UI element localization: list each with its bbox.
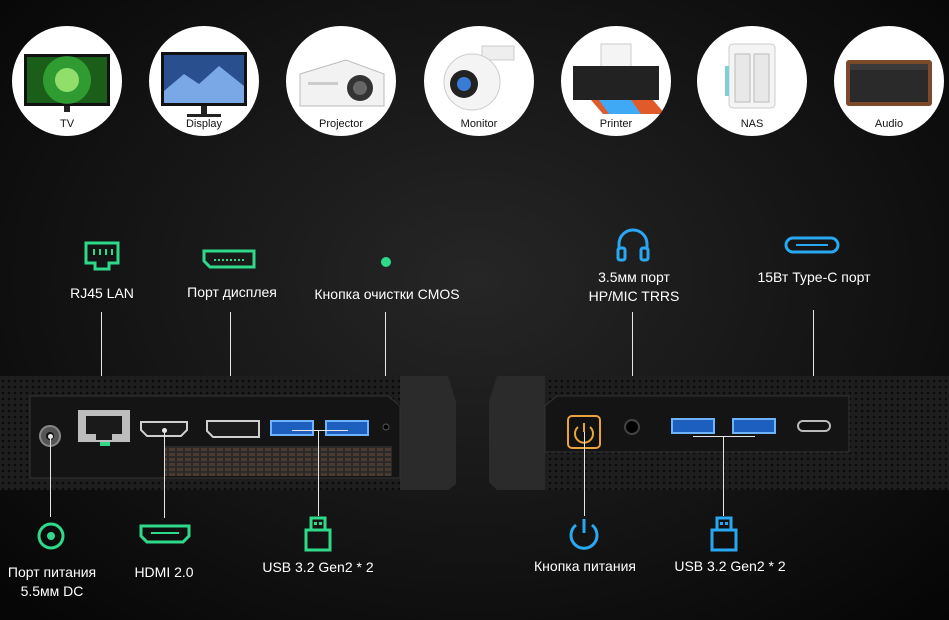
typec-label: 15Вт Type-C порт (757, 269, 871, 285)
ethernet-port (78, 410, 130, 446)
usb-right-label: USB 3.2 Gen2 * 2 (674, 558, 786, 574)
display-icon (161, 52, 247, 117)
device-tv: TV (12, 26, 122, 136)
device-monitor: Monitor (424, 26, 534, 136)
cmos-pinhole (382, 423, 390, 431)
device-projector: Projector (286, 26, 396, 136)
cmos-connector-line (385, 312, 386, 400)
usb-left-label: USB 3.2 Gen2 * 2 (262, 559, 374, 575)
hdmi-label: HDMI 2.0 (134, 564, 194, 580)
right-unit-panel (489, 376, 949, 490)
device-printer: Printer (561, 26, 671, 136)
audio-jack-label-line1: 3.5мм порт (598, 269, 670, 285)
usb-right-connector-line (723, 436, 724, 516)
device-nas: NAS (697, 26, 807, 136)
usb-right-bracket (693, 436, 755, 437)
device-label: Audio (874, 118, 904, 130)
nas-icon (725, 43, 776, 109)
tv-icon (24, 54, 110, 112)
device-label: TV (59, 118, 75, 130)
hdmi-connector-line (164, 430, 165, 518)
power-connector-line (584, 432, 585, 516)
hdmi-connector-dot (162, 428, 167, 433)
displayport-icon (202, 249, 256, 269)
typec-connector-line (813, 310, 814, 400)
device-row: TV Display Projector Monitor (0, 0, 949, 140)
printer-icon (573, 43, 665, 114)
rj45-label: RJ45 LAN (70, 285, 134, 301)
dc-label-line2: 5.5мм DC (20, 583, 84, 599)
dc-power-icon (37, 522, 65, 550)
device-label: Projector (318, 118, 364, 130)
ethernet-port-icon (84, 241, 120, 271)
power-icon (569, 519, 599, 550)
usb-c-icon (784, 236, 840, 254)
power-button-label: Кнопка питания (534, 558, 636, 574)
usb-a-port-1 (270, 420, 314, 436)
device-label: NAS (740, 118, 764, 130)
speaker-icon (846, 60, 932, 106)
audio-connector-line (632, 312, 633, 400)
usb-left-bracket (292, 430, 348, 431)
usb-a-port-2 (325, 420, 369, 436)
dc-label-line1: Порт питания (7, 564, 97, 580)
device-audio: Audio (834, 26, 944, 136)
usb-a-port-3 (671, 418, 715, 434)
cmos-label: Кнопка очистки CMOS (314, 286, 460, 302)
audio-jack-port (624, 419, 640, 435)
displayport-connector-line (230, 312, 231, 402)
headphones-icon (616, 228, 650, 262)
audio-jack-label-line2: HP/MIC TRRS (588, 288, 680, 304)
projector-icon (299, 59, 385, 107)
usb-plug-icon-right (710, 516, 738, 552)
dc-connector-line (50, 437, 51, 517)
displayport-port (206, 420, 260, 438)
device-label: Monitor (460, 118, 498, 130)
usb-left-connector-line (318, 430, 319, 516)
dc-connector-dot (48, 434, 53, 439)
usb-c-port (797, 420, 831, 432)
usb-plug-icon-left (304, 516, 332, 552)
hdmi-icon (139, 524, 191, 544)
device-label: Display (185, 118, 223, 130)
cmos-dot-icon (381, 257, 391, 267)
usb-a-port-4 (732, 418, 776, 434)
device-display: Display (149, 26, 259, 136)
security-camera-icon (443, 45, 515, 111)
device-label: Printer (599, 118, 633, 130)
displayport-label: Порт дисплея (187, 284, 277, 300)
rj45-connector-line (101, 312, 102, 400)
